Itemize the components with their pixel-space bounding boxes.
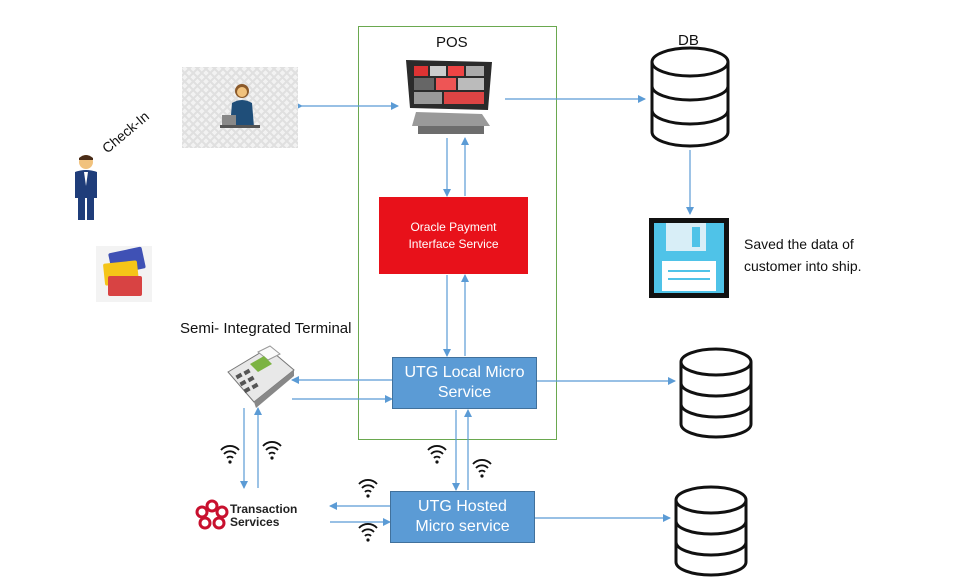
utg-hosted-line1: UTG Hosted <box>418 498 507 515</box>
attendant-icon <box>220 84 260 128</box>
utg-local-line2: Service <box>437 384 492 401</box>
transaction-line2: Services <box>230 515 280 529</box>
check-in-desk-image <box>182 67 298 148</box>
pos-container <box>358 26 557 440</box>
utg-hosted-micro-service-node: UTG Hosted Micro service <box>390 491 535 543</box>
person-icon <box>75 155 97 220</box>
saved-note-line1: Saved the data of <box>744 236 854 252</box>
transaction-services-node: Transaction Services <box>192 498 332 534</box>
floppy-disk-icon <box>649 218 729 298</box>
snf-db-label: SNF DB <box>692 356 740 371</box>
oracle-line2: Interface Service <box>408 236 499 251</box>
pos-label: POS <box>436 34 468 51</box>
utg-local-micro-service-node: UTG Local Micro Service <box>392 357 537 409</box>
utg-hosted-line2: Micro service <box>415 518 510 535</box>
transaction-line1: Transaction <box>230 502 298 516</box>
pos-terminal-icon <box>406 60 492 134</box>
db-top-label: DB <box>678 32 699 49</box>
db-bottom-label: DB <box>706 492 725 507</box>
saved-note-line2: customer into ship. <box>744 258 862 274</box>
payment-terminal-icon <box>227 345 295 408</box>
utg-local-line1: UTG Local Micro <box>404 364 525 381</box>
terminal-label: Semi- Integrated Terminal <box>180 320 352 337</box>
credit-cards-icon <box>96 246 152 302</box>
transaction-logo-icon <box>195 499 229 530</box>
oracle-line1: Oracle Payment <box>410 219 497 234</box>
oracle-payment-interface-node: Oracle Payment Interface Service <box>379 197 528 274</box>
